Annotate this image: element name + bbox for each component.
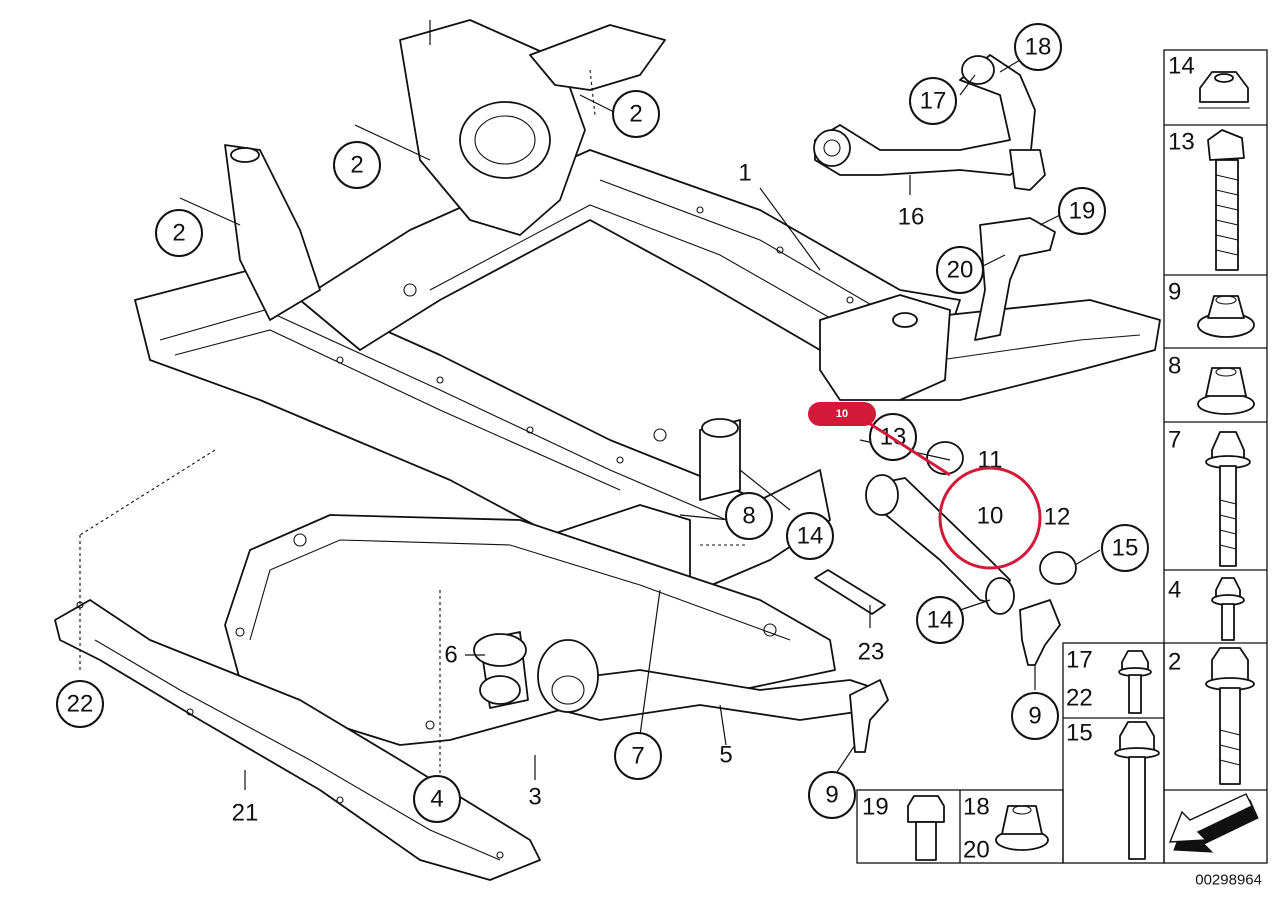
label-16[interactable]: 16 xyxy=(898,204,925,231)
highlight-tag-text: 10 xyxy=(836,408,848,420)
svg-text:19: 19 xyxy=(862,794,889,821)
hardware-legend: 14 13 9 8 7 xyxy=(856,49,1268,864)
svg-text:22: 22 xyxy=(67,691,94,718)
axle-carrier-drawing xyxy=(134,19,1161,611)
callout-8[interactable]: 8 xyxy=(725,492,773,540)
svg-text:15: 15 xyxy=(1066,720,1093,747)
legend-cell-19[interactable]: 19 xyxy=(862,794,945,861)
svg-text:18: 18 xyxy=(963,794,990,821)
callout-15[interactable]: 15 xyxy=(1101,524,1149,572)
svg-text:9: 9 xyxy=(1028,703,1041,730)
legend-cell-17-22[interactable]: 17 22 xyxy=(1066,647,1152,714)
callout-9-upper[interactable]: 9 xyxy=(1011,692,1059,740)
svg-text:14: 14 xyxy=(797,523,824,550)
svg-text:9: 9 xyxy=(825,782,838,809)
legend-cell-18-20[interactable]: 18 20 xyxy=(963,794,1049,864)
lower-arm-drawing xyxy=(473,631,889,753)
legend-cell-14[interactable]: 14 xyxy=(1168,53,1250,109)
svg-text:2: 2 xyxy=(1168,649,1181,676)
svg-text:2: 2 xyxy=(172,220,185,247)
callout-7[interactable]: 7 xyxy=(614,732,662,780)
callout-14-right[interactable]: 14 xyxy=(916,596,964,644)
callout-4[interactable]: 4 xyxy=(413,775,461,823)
label-21[interactable]: 21 xyxy=(232,800,259,827)
svg-text:14: 14 xyxy=(1168,53,1195,80)
label-12[interactable]: 12 xyxy=(1044,504,1071,531)
svg-text:19: 19 xyxy=(1069,198,1096,225)
strip-drawing xyxy=(814,569,886,615)
svg-text:13: 13 xyxy=(1168,129,1195,156)
label-5[interactable]: 5 xyxy=(719,742,732,769)
legend-cell-9[interactable]: 9 xyxy=(1168,279,1255,338)
highlight-part-10[interactable]: 10 10 xyxy=(808,402,1042,570)
tension-strut-drawing xyxy=(865,441,1077,666)
legend-cell-13[interactable]: 13 xyxy=(1168,129,1245,271)
callout-2-mid[interactable]: 2 xyxy=(333,141,381,189)
diagram-code: 00298964 xyxy=(1195,872,1262,889)
svg-text:4: 4 xyxy=(430,786,443,813)
label-1[interactable]: 1 xyxy=(738,160,751,187)
label-6[interactable]: 6 xyxy=(444,642,457,669)
svg-text:17: 17 xyxy=(1066,647,1093,674)
callout-17[interactable]: 17 xyxy=(909,77,957,125)
svg-text:14: 14 xyxy=(927,607,954,634)
legend-cell-15[interactable]: 15 xyxy=(1066,720,1160,860)
svg-text:20: 20 xyxy=(947,257,974,284)
svg-text:8: 8 xyxy=(1168,353,1181,380)
callout-18[interactable]: 18 xyxy=(1014,23,1062,71)
svg-text:22: 22 xyxy=(1066,685,1093,712)
callout-14-mid[interactable]: 14 xyxy=(786,512,834,560)
legend-cell-8[interactable]: 8 xyxy=(1168,353,1255,415)
svg-text:2: 2 xyxy=(629,101,642,128)
svg-text:15: 15 xyxy=(1112,535,1139,562)
callout-20[interactable]: 20 xyxy=(936,246,984,294)
highlight-tag[interactable] xyxy=(808,402,876,426)
svg-text:4: 4 xyxy=(1168,577,1181,604)
svg-text:20: 20 xyxy=(963,837,990,864)
svg-text:7: 7 xyxy=(631,743,644,770)
svg-text:7: 7 xyxy=(1168,427,1181,454)
callout-2-top-right[interactable]: 2 xyxy=(612,90,660,138)
legend-cell-4[interactable]: 4 xyxy=(1168,577,1245,641)
svg-text:8: 8 xyxy=(742,503,755,530)
callout-19[interactable]: 19 xyxy=(1058,187,1106,235)
leader-lines xyxy=(79,20,1101,790)
bracket-drawing xyxy=(974,217,1056,341)
label-3[interactable]: 3 xyxy=(528,784,541,811)
callout-22[interactable]: 22 xyxy=(56,680,104,728)
upper-arm-drawing xyxy=(813,54,1046,191)
direction-arrow-icon xyxy=(1168,793,1259,853)
label-23[interactable]: 23 xyxy=(858,639,885,666)
svg-text:9: 9 xyxy=(1168,279,1181,306)
svg-text:2: 2 xyxy=(350,152,363,179)
label-10: 10 xyxy=(977,503,1004,530)
legend-cell-7[interactable]: 7 xyxy=(1168,427,1251,567)
callout-2-left[interactable]: 2 xyxy=(155,209,203,257)
callout-9-lower[interactable]: 9 xyxy=(808,771,856,819)
svg-text:17: 17 xyxy=(920,88,947,115)
svg-text:18: 18 xyxy=(1025,34,1052,61)
legend-cell-2[interactable]: 2 xyxy=(1168,647,1255,785)
